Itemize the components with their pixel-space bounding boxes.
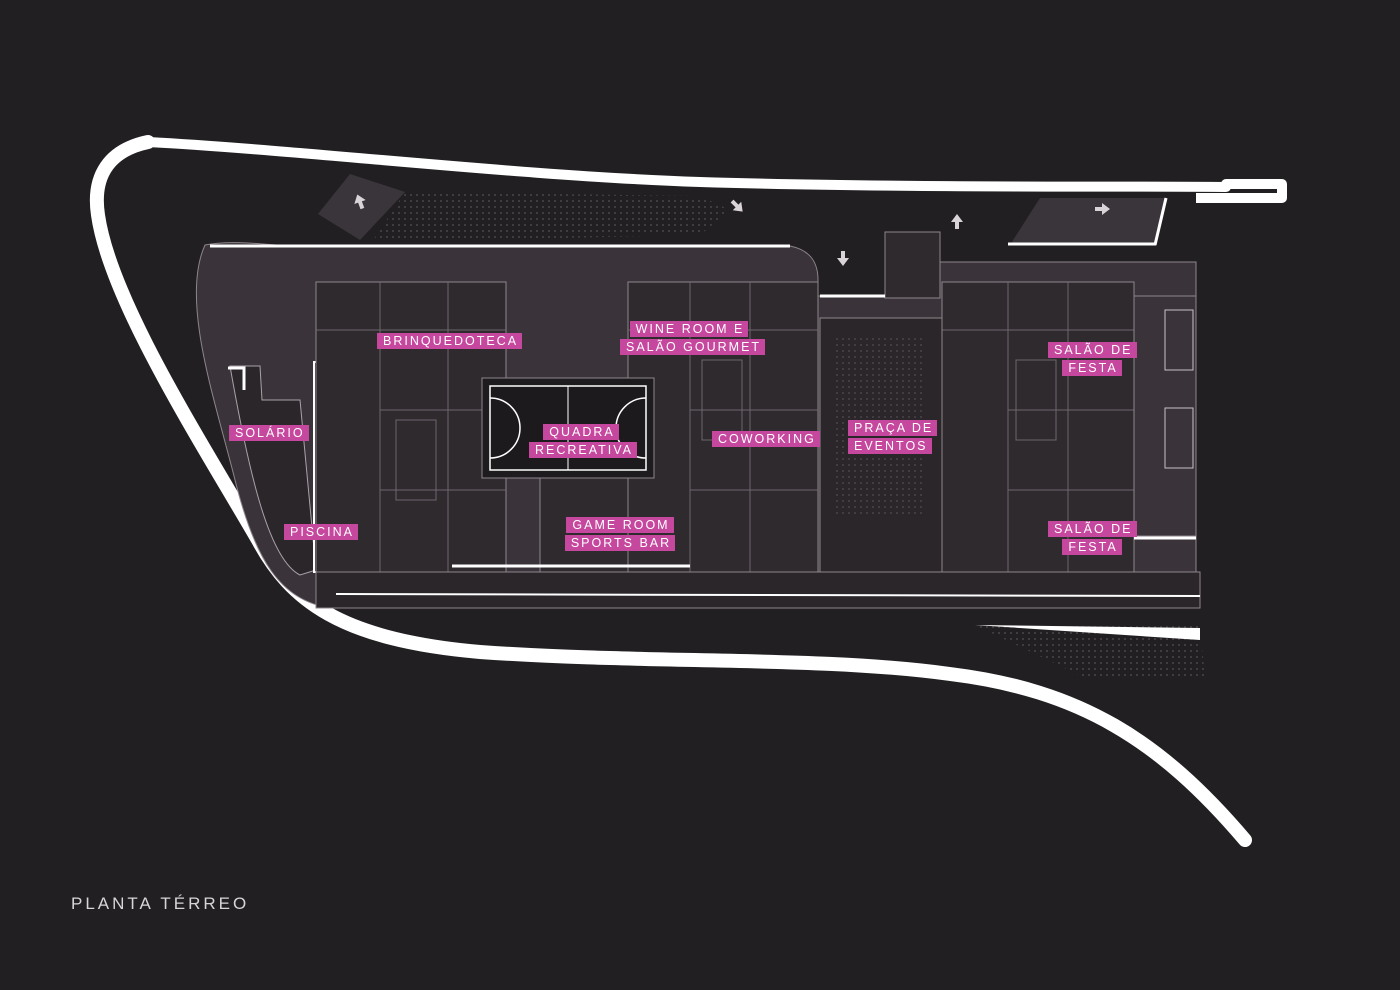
label-line: EVENTOS — [848, 438, 932, 454]
site-boundary — [89, 135, 1252, 847]
promenade — [315, 571, 1201, 609]
label-line: SOLÁRIO — [229, 425, 309, 441]
label-line: BRINQUEDOTECA — [377, 333, 523, 349]
plan-caption: PLANTA TÉRREO — [71, 894, 250, 913]
parking-spot-2 — [1164, 407, 1194, 469]
label-line: QUADRA — [543, 424, 619, 440]
arrow-icon — [951, 214, 963, 229]
label-line: PISCINA — [284, 524, 359, 540]
south-ramp — [975, 625, 1200, 640]
label-line: SALÃO GOURMET — [620, 339, 766, 355]
ramp-zone — [1010, 198, 1166, 245]
promenade-edge — [335, 593, 1201, 597]
arrow-icon — [354, 194, 366, 210]
arrow-icon — [1095, 203, 1110, 215]
label-piscina: PISCINA — [284, 524, 359, 542]
label-line: SALÃO DE — [1048, 521, 1137, 537]
label-solario: SOLÁRIO — [229, 425, 309, 443]
north-hatch-zone — [372, 192, 730, 242]
parking-spot-1 — [1164, 309, 1194, 371]
label-line: WINE ROOM E — [629, 321, 749, 337]
label-line: FESTA — [1062, 539, 1122, 555]
label-praca: PRAÇA DE EVENTOS — [848, 420, 938, 456]
label-quadra: QUADRA RECREATIVA — [529, 424, 638, 460]
label-salao-festa-south: SALÃO DE FESTA — [1048, 521, 1137, 557]
wall-accents — [210, 197, 1196, 540]
entrance-block — [884, 231, 941, 299]
arrow-icon — [730, 199, 743, 212]
label-game-room: GAME ROOM SPORTS BAR — [558, 517, 682, 553]
label-line: SALÃO DE — [1048, 342, 1137, 358]
label-line: PRAÇA DE — [848, 420, 938, 436]
label-coworking: COWORKING — [712, 431, 820, 449]
arrow-icon — [837, 251, 849, 266]
site-boundary-top — [147, 137, 1287, 203]
label-line: RECREATIVA — [529, 442, 638, 458]
label-brinquedoteca: BRINQUEDOTECA — [377, 333, 523, 351]
court-arc-left — [489, 397, 521, 459]
label-wine-room: WINE ROOM E SALÃO GOURMET — [620, 321, 766, 357]
label-line: SPORTS BAR — [564, 535, 676, 551]
label-line: FESTA — [1062, 360, 1122, 376]
label-salao-festa-north: SALÃO DE FESTA — [1048, 342, 1137, 378]
label-line: COWORKING — [712, 431, 820, 447]
label-line: GAME ROOM — [566, 517, 674, 533]
south-hatch-zone — [975, 625, 1205, 678]
